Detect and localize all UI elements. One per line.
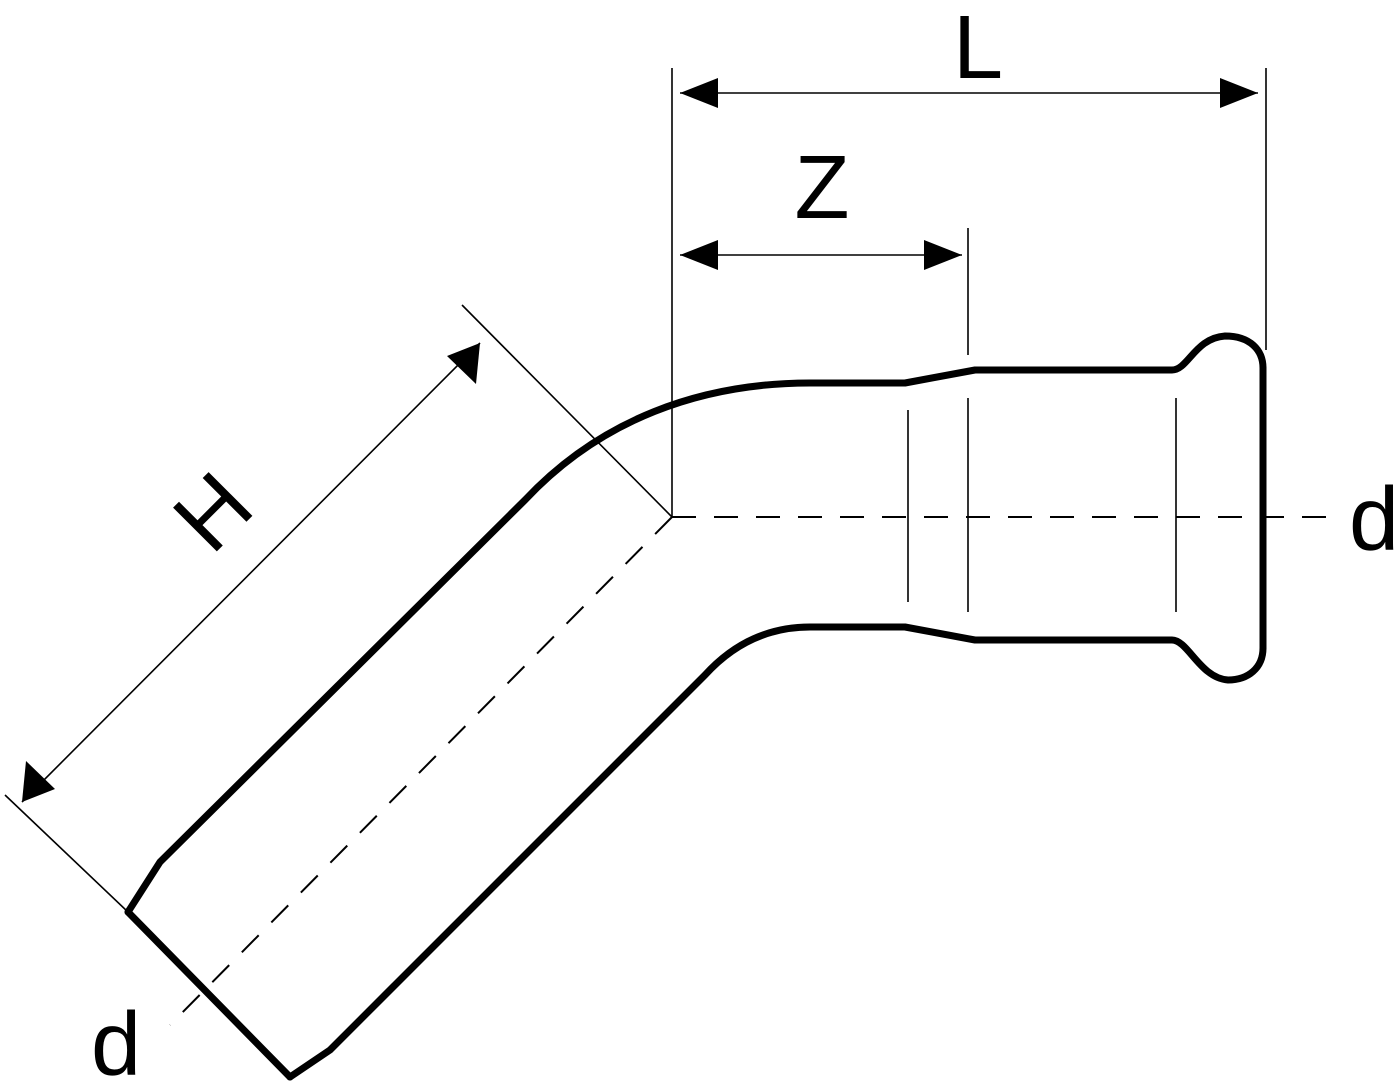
arrowhead-h-top <box>447 343 480 384</box>
label-d-right: d <box>1349 470 1399 570</box>
elbow-inner-wall <box>286 623 1267 1081</box>
arrowhead-l-right <box>1220 78 1258 108</box>
arrowhead-l-left <box>680 78 718 108</box>
arrowhead-h-bottom <box>22 761 55 802</box>
extension-line-diagonal-end <box>4 794 129 913</box>
spigot-end-face <box>124 908 294 1081</box>
label-h: H <box>155 454 272 571</box>
label-z: Z <box>795 138 850 238</box>
centerline-diagonal <box>169 516 673 1026</box>
dimension-line-h <box>21 342 481 803</box>
label-l: L <box>953 0 1003 98</box>
label-d-left: d <box>91 995 141 1084</box>
arrowhead-z-right <box>924 240 962 270</box>
elbow-outer-wall <box>124 332 1267 916</box>
arrowhead-z-left <box>680 240 718 270</box>
extension-line-diagonal-center <box>461 304 673 518</box>
